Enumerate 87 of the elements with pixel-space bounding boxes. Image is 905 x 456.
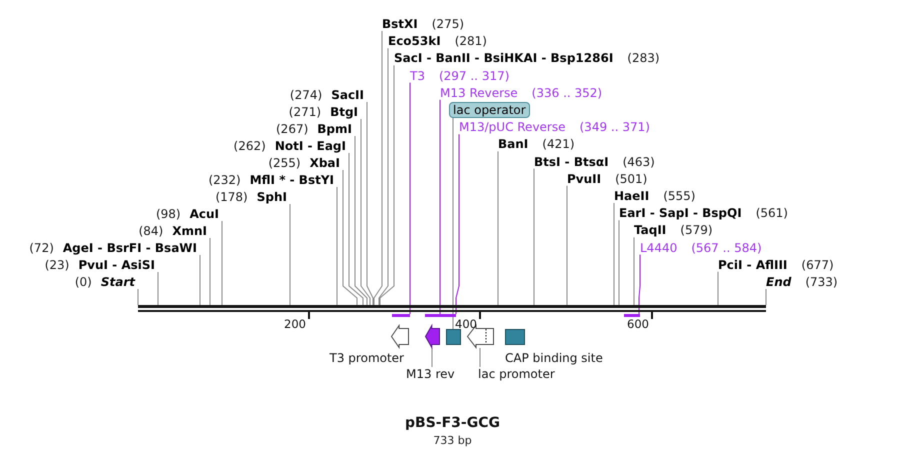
leader-line: [360, 118, 370, 306]
position-number: (0): [74, 275, 92, 289]
leader-line: [456, 134, 460, 314]
cut-site-number: (23): [44, 258, 70, 272]
cut-site-number: (283): [627, 51, 660, 66]
scale-number: 400: [455, 318, 477, 330]
enzyme-name: BtgI: [330, 105, 358, 119]
primer-name: T3: [410, 68, 425, 83]
cut-site-number: (275): [432, 17, 464, 31]
leader-line: [452, 118, 454, 330]
leader-line: [566, 185, 568, 306]
feature-label: CAP binding site: [505, 351, 603, 365]
primer-range: (297 .. 317): [438, 68, 510, 83]
cut-site-number: (421): [542, 137, 575, 152]
feature-label: M13 rev: [406, 367, 455, 381]
enzyme-name: BstXI: [382, 17, 418, 31]
enzyme-name: PvuI - AsiSI: [78, 258, 155, 272]
promoter-symbol: [391, 325, 409, 348]
primer-range: (567 .. 584): [691, 240, 762, 255]
cut-site-number: (84): [138, 224, 164, 238]
enzyme-name: XmnI: [172, 224, 207, 238]
leader-line: [378, 48, 388, 306]
cut-site-number: (271): [288, 105, 322, 119]
cut-site-number: (281): [454, 34, 487, 48]
primer-range: (349 .. 371): [580, 120, 650, 134]
leader-line: [374, 30, 382, 306]
enzyme-name: TaqII: [634, 223, 666, 238]
primer-name: M13 Reverse: [440, 86, 518, 100]
leader-line: [336, 186, 338, 306]
enzyme-name: MflI * - BstYI: [250, 173, 334, 187]
primer-name: M13/pUC Reverse: [459, 120, 566, 134]
feature-tag: lac operator: [449, 102, 530, 118]
operator-block: [446, 329, 461, 345]
cut-site-number: (501): [615, 172, 648, 186]
map-title: pBS-F3-GCG: [404, 416, 501, 430]
leader-line: [618, 220, 620, 306]
primer-range: (336 .. 352): [532, 86, 602, 100]
map-end-label: Start: [100, 275, 135, 289]
enzyme-name: XbaI: [310, 156, 340, 170]
cut-site-number: (579): [680, 223, 713, 238]
binding-site-block: [505, 329, 525, 345]
primer-site-bar: [425, 314, 440, 316]
cut-site-number: (555): [663, 189, 696, 203]
cut-site-number: (463): [622, 154, 655, 169]
enzyme-name: SacI - BanII - BsiHKAI - Bsp1286I: [394, 51, 614, 66]
sequence-length: 733 bp: [432, 434, 473, 448]
leader-line: [354, 136, 368, 306]
leader-line: [380, 64, 394, 306]
enzyme-name: EarI - SapI - BspQI: [619, 206, 742, 220]
enzyme-name: AcuI: [190, 207, 219, 221]
scale-number: 200: [284, 318, 306, 330]
feature-label: lac promoter: [478, 367, 555, 381]
primer-name: L4440: [640, 240, 678, 255]
enzyme-name: NotI - EagI: [274, 139, 346, 153]
cut-site-number: (178): [215, 190, 248, 204]
primer-site-bar: [624, 314, 640, 316]
cut-site-number: (267): [276, 122, 308, 136]
feature-label: T3 promoter: [330, 351, 404, 365]
enzyme-name: BpmI: [317, 122, 352, 136]
dna-backbone: [138, 305, 766, 312]
enzyme-name: BanI: [498, 137, 528, 152]
enzyme-name: PvuII: [567, 172, 602, 186]
map-end-label: End: [766, 275, 792, 289]
cut-site-number: (262): [234, 139, 266, 153]
cut-site-number: (677): [801, 258, 834, 272]
cut-site-number: (98): [156, 207, 181, 221]
enzyme-name: SacII: [331, 88, 364, 102]
scale-number: 600: [627, 318, 649, 330]
enzyme-name: Eco53kI: [388, 34, 441, 48]
cut-site-number: (72): [29, 241, 54, 255]
leader-line: [348, 152, 364, 306]
enzyme-name: AgeI - BsrFI - BsaWI: [62, 241, 197, 255]
cut-site-number: (255): [268, 156, 301, 170]
primer-site-bar: [437, 314, 456, 316]
leader-line: [342, 170, 358, 306]
enzyme-name: BtsI - BtsαI: [534, 154, 609, 169]
leader-line: [638, 254, 640, 314]
cut-site-number: (232): [208, 173, 241, 187]
primer-site-bar: [392, 314, 410, 316]
primer-site-symbol: [425, 325, 440, 348]
cut-site-number: (274): [290, 88, 322, 102]
enzyme-name: HaeII: [614, 189, 650, 203]
cut-site-number: (561): [756, 206, 788, 220]
leader-line: [366, 102, 374, 306]
enzyme-name: SphI: [256, 190, 287, 204]
position-number: (733): [805, 275, 838, 289]
enzyme-name: PciI - AflIII: [718, 258, 788, 272]
